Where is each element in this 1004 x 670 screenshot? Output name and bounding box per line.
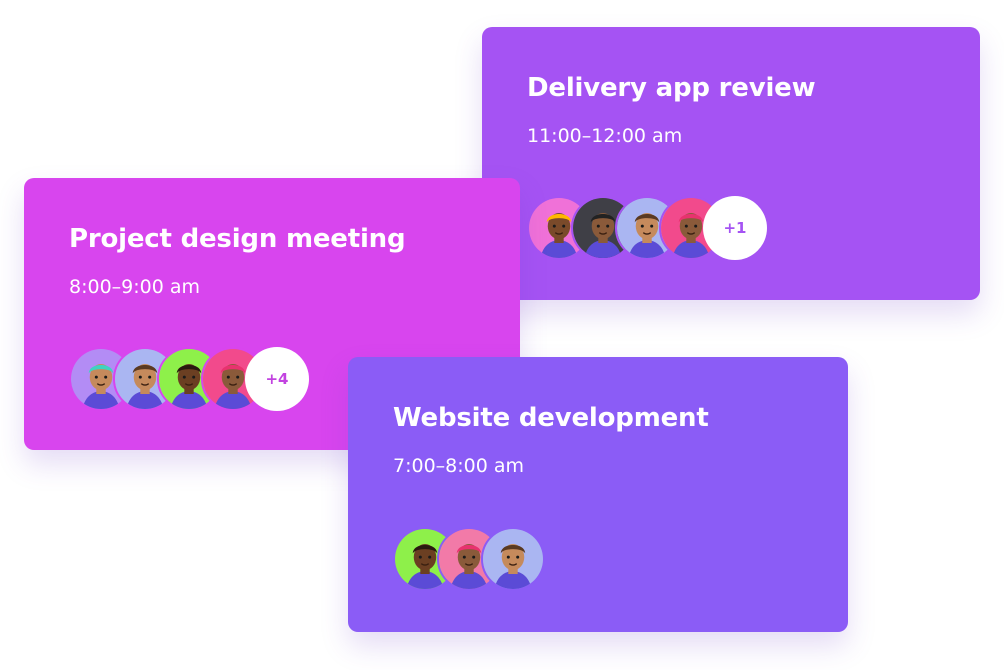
event-title: Delivery app review — [527, 73, 816, 103]
more-attendees-badge[interactable]: +4 — [245, 347, 309, 411]
event-time: 8:00–9:00 am — [69, 276, 201, 298]
event-card-delivery-app-review[interactable]: Delivery app review 11:00–12:00 am +1 — [482, 27, 980, 300]
more-attendees-badge[interactable]: +1 — [703, 196, 767, 260]
event-title: Website development — [393, 403, 709, 433]
event-time: 11:00–12:00 am — [527, 125, 683, 147]
event-card-website-development[interactable]: Website development 7:00–8:00 am — [348, 357, 848, 632]
event-title: Project design meeting — [69, 224, 406, 254]
event-time: 7:00–8:00 am — [393, 455, 525, 477]
attendee-avatars: +4 — [69, 347, 309, 411]
avatar[interactable] — [481, 527, 545, 591]
person-avatar-icon — [483, 529, 543, 589]
attendee-avatars — [393, 527, 545, 591]
attendee-avatars: +1 — [527, 196, 767, 260]
